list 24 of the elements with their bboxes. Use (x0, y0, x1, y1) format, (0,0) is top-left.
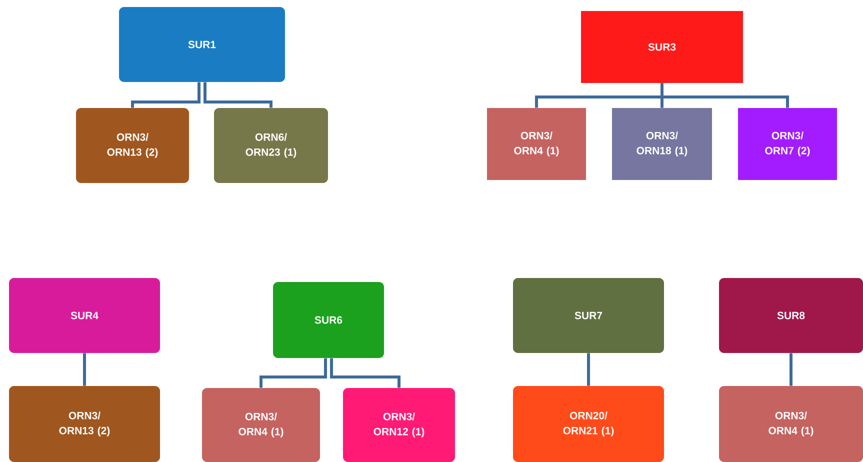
child-box: ORN3/ ORN13 (2) (76, 108, 189, 183)
child-box: ORN3/ ORN4 (1) (719, 386, 863, 462)
parent-box: SUR6 (273, 282, 384, 358)
child-box: ORN3/ ORN4 (1) (487, 108, 586, 180)
child-box: ORN3/ ORN12 (1) (343, 388, 455, 462)
connector-line (204, 82, 272, 108)
child-box: ORN6/ ORN23 (1) (214, 108, 328, 183)
parent-box: SUR1 (119, 7, 285, 82)
connector-line (260, 358, 327, 388)
parent-box: SUR8 (719, 278, 863, 353)
parent-box: SUR4 (9, 278, 160, 353)
child-box: ORN20/ ORN21 (1) (513, 386, 664, 462)
connector-line (131, 82, 200, 108)
connector-line (790, 353, 792, 386)
child-box: ORN3/ ORN4 (1) (202, 388, 320, 462)
connector-line (330, 358, 400, 388)
child-box: ORN3/ ORN18 (1) (612, 108, 712, 180)
parent-box: SUR3 (581, 11, 743, 83)
child-box: ORN3/ ORN13 (2) (9, 386, 160, 462)
child-box: ORN3/ ORN7 (2) (738, 108, 837, 180)
parent-box: SUR7 (513, 278, 664, 353)
connector-line (83, 353, 86, 386)
connector-line (587, 353, 590, 386)
connector-line (660, 83, 789, 108)
